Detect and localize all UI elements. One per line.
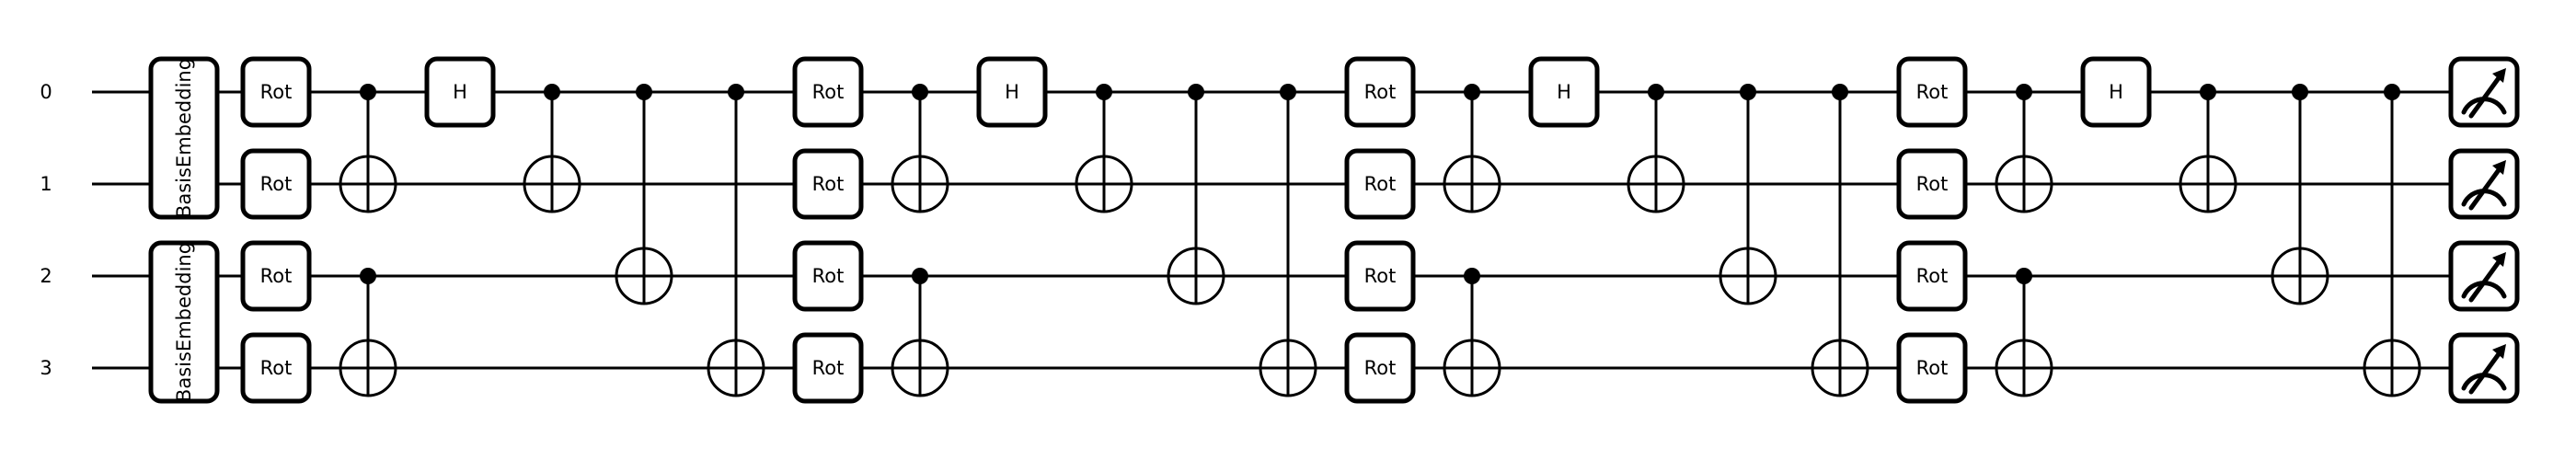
rot-gate-l3-w3-box bbox=[1896, 332, 1968, 404]
rot-gate-l0-w2-label: Rot bbox=[260, 265, 293, 287]
rot-gate-l3-w1-label: Rot bbox=[1916, 173, 1949, 195]
gates-layer: BasisEmbeddingBasisEmbeddingRotRotRotRot… bbox=[148, 56, 2520, 404]
rot-gate-l2-w3-box bbox=[1344, 332, 1416, 404]
measurement-meter-icon bbox=[2448, 332, 2520, 404]
hadamard-gate-l3-label: H bbox=[2109, 81, 2123, 103]
wire-label-0: 0 bbox=[40, 81, 52, 103]
rot-gate-l3-w3-label: Rot bbox=[1916, 357, 1949, 379]
cnot-l3-b2-control-dot bbox=[2384, 84, 2400, 100]
hadamard-gate-l0-label: H bbox=[453, 81, 467, 103]
hadamard-gate-l2-label: H bbox=[1557, 81, 1571, 103]
cnot-l1-a1-control-dot bbox=[912, 268, 928, 284]
rot-gate-l0-w0-label: Rot bbox=[260, 81, 293, 103]
cnot-l3-a0-control-dot bbox=[2016, 84, 2032, 100]
rot-gate-l3-w1-box bbox=[1896, 148, 1968, 220]
cnot-l1-b2-control-dot bbox=[1280, 84, 1296, 100]
measurement-meter-icon bbox=[2448, 148, 2520, 220]
cnot-l2-a0-control-dot bbox=[1464, 84, 1480, 100]
rot-gate-l1-w2-box bbox=[792, 240, 864, 312]
rot-gate-l3-w2-box bbox=[1896, 240, 1968, 312]
rot-gate-l1-w0-label: Rot bbox=[812, 81, 845, 103]
cnot-l3-b1-control-dot bbox=[2292, 84, 2308, 100]
cnot-l1-b0-control-dot bbox=[1096, 84, 1112, 100]
basis-embedding-box-1 bbox=[148, 240, 220, 404]
rot-gate-l0-w0-box bbox=[240, 56, 312, 128]
basis-embedding-box-0 bbox=[148, 56, 220, 220]
cnot-l0-b0-control-dot bbox=[544, 84, 560, 100]
hadamard-gate-l2-box bbox=[1528, 56, 1600, 128]
rot-gate-l1-w3-box bbox=[792, 332, 864, 404]
hadamard-gate-l1-label: H bbox=[1005, 81, 1019, 103]
hadamard-gate-l0-box bbox=[424, 56, 496, 128]
cnot-l2-a1-control-dot bbox=[1464, 268, 1480, 284]
basis-embedding-label: BasisEmbedding bbox=[173, 58, 195, 218]
rot-gate-l1-w1-label: Rot bbox=[812, 173, 845, 195]
wire-label-1: 1 bbox=[40, 173, 52, 195]
measurement-meter-icon bbox=[2448, 56, 2520, 128]
cnot-l2-b0-control-dot bbox=[1648, 84, 1664, 100]
rot-gate-l1-w0-box bbox=[792, 56, 864, 128]
wire-label-3: 3 bbox=[40, 357, 52, 379]
rot-gate-l2-w1-label: Rot bbox=[1364, 173, 1397, 195]
rot-gate-l2-w2-box bbox=[1344, 240, 1416, 312]
cnot-l1-b1-control-dot bbox=[1188, 84, 1204, 100]
cnot-l3-a1-control-dot bbox=[2016, 268, 2032, 284]
rot-gate-l1-w3-label: Rot bbox=[812, 357, 845, 379]
hadamard-gate-l1-box bbox=[976, 56, 1048, 128]
rot-gate-l2-w2-label: Rot bbox=[1364, 265, 1397, 287]
basis-embedding-label: BasisEmbedding bbox=[173, 242, 195, 402]
rot-gate-l0-w2-box bbox=[240, 240, 312, 312]
rot-gate-l0-w3-box bbox=[240, 332, 312, 404]
wire-label-2: 2 bbox=[40, 265, 52, 287]
cnot-l2-b2-control-dot bbox=[1832, 84, 1848, 100]
cnot-l2-b1-control-dot bbox=[1740, 84, 1756, 100]
cnot-l0-b1-control-dot bbox=[636, 84, 652, 100]
measurement-meter-icon bbox=[2448, 240, 2520, 312]
rot-gate-l1-w1-box bbox=[792, 148, 864, 220]
rot-gate-l2-w0-label: Rot bbox=[1364, 81, 1397, 103]
rot-gate-l2-w3-label: Rot bbox=[1364, 357, 1397, 379]
rot-gate-l2-w0-box bbox=[1344, 56, 1416, 128]
rot-gate-l2-w1-box bbox=[1344, 148, 1416, 220]
rot-gate-l3-w0-box bbox=[1896, 56, 1968, 128]
rot-gate-l3-w2-label: Rot bbox=[1916, 265, 1949, 287]
rot-gate-l1-w2-label: Rot bbox=[812, 265, 845, 287]
cnot-l0-a0-control-dot bbox=[360, 84, 376, 100]
rot-gate-l0-w3-label: Rot bbox=[260, 357, 293, 379]
cnot-l0-a1-control-dot bbox=[360, 268, 376, 284]
rot-gate-l0-w1-box bbox=[240, 148, 312, 220]
cnot-l0-b2-control-dot bbox=[728, 84, 744, 100]
rot-gate-l3-w0-label: Rot bbox=[1916, 81, 1949, 103]
rot-gate-l0-w1-label: Rot bbox=[260, 173, 293, 195]
cnot-l1-a0-control-dot bbox=[912, 84, 928, 100]
cnot-l3-b0-control-dot bbox=[2200, 84, 2216, 100]
hadamard-gate-l3-box bbox=[2080, 56, 2152, 128]
